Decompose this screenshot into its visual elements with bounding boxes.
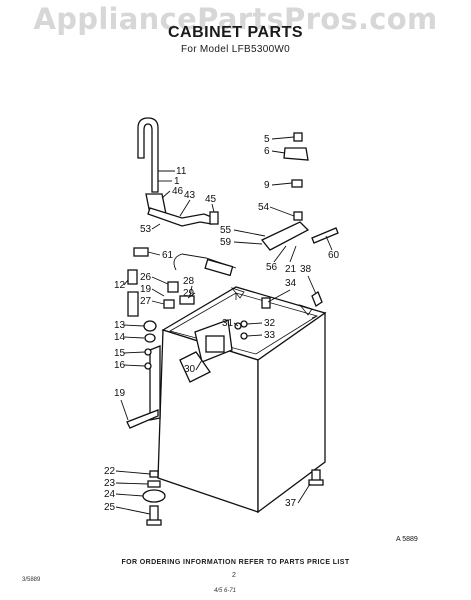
label-1: 1 <box>174 176 180 187</box>
label-59: 59 <box>220 237 232 248</box>
figure-code: A 5889 <box>396 536 418 543</box>
label-33: 33 <box>264 330 276 341</box>
label-23: 23 <box>104 478 116 489</box>
label-32: 32 <box>264 318 276 329</box>
part-38 <box>311 291 323 307</box>
page-title: CABINET PARTS <box>167 24 304 41</box>
label-12: 12 <box>114 280 126 291</box>
label-60: 60 <box>328 250 340 261</box>
page-number: 2 <box>232 572 236 579</box>
nut-14 <box>144 333 156 343</box>
water-valve-bracket <box>179 351 211 383</box>
label-56: 56 <box>266 262 278 273</box>
bracket-screw <box>293 211 303 221</box>
hook-hose <box>137 117 159 193</box>
label-45: 45 <box>205 194 217 205</box>
label-22: 22 <box>104 466 116 477</box>
part-27 <box>163 299 175 309</box>
label-46: 46 <box>172 186 184 197</box>
label-28: 28 <box>183 276 195 287</box>
label-24: 24 <box>104 489 116 500</box>
label-15: 15 <box>114 348 126 359</box>
leveling-leg-rear <box>308 469 324 486</box>
label-19a: 19 <box>140 284 152 295</box>
part-33 <box>240 332 248 340</box>
label-13: 13 <box>114 320 126 331</box>
label-27: 27 <box>140 296 152 307</box>
part-15 <box>144 348 152 356</box>
label-11: 11 <box>176 166 187 177</box>
label-34: 34 <box>285 278 297 289</box>
part-26 <box>167 281 179 293</box>
label-30: 30 <box>184 364 196 375</box>
model-subtitle: For Model LFB5300W0 <box>180 44 291 55</box>
label-21: 21 <box>285 264 297 275</box>
label-55: 55 <box>220 225 232 236</box>
leveling-leg-front <box>142 470 166 526</box>
part-34 <box>261 297 271 309</box>
wire-harness <box>173 253 237 271</box>
label-6: 6 <box>264 146 270 157</box>
hose-clamp <box>209 211 219 225</box>
label-37: 37 <box>285 498 297 509</box>
label-31: 31 <box>222 318 234 329</box>
label-16: 16 <box>114 360 126 371</box>
label-38: 38 <box>300 264 312 275</box>
clip-nut <box>291 179 303 188</box>
top-bracket <box>260 221 310 251</box>
label-25: 25 <box>104 502 116 513</box>
harness-plug <box>204 258 234 277</box>
label-43: 43 <box>184 190 196 201</box>
switch-block <box>205 335 225 353</box>
label-53: 53 <box>140 224 152 235</box>
part-29 <box>179 295 195 305</box>
part-16 <box>144 362 152 370</box>
small-clip <box>133 247 149 257</box>
label-61: 61 <box>162 250 174 261</box>
bottom-code: 4/5 6-71 <box>214 588 237 594</box>
clip-screw <box>293 132 303 142</box>
watermark: AppliancePartsPros.com <box>33 2 438 36</box>
drain-fitting <box>127 269 138 285</box>
side-bracket-lower <box>126 409 159 429</box>
cabinet-body <box>157 286 327 514</box>
label-29: 29 <box>183 288 195 299</box>
clip-bracket <box>283 147 309 161</box>
inlet-hose <box>147 207 215 227</box>
label-26: 26 <box>140 272 152 283</box>
left-code: 3/5889 <box>22 577 41 583</box>
label-14: 14 <box>114 332 126 343</box>
label-9: 9 <box>264 180 270 191</box>
ordering-note: FOR ORDERING INFORMATION REFER TO PARTS … <box>121 559 350 566</box>
drain-tube <box>127 291 139 317</box>
washer-13 <box>143 320 157 332</box>
label-54: 54 <box>258 202 270 213</box>
label-19b: 19 <box>114 388 126 399</box>
rod <box>311 227 339 244</box>
side-bracket-left <box>149 345 161 421</box>
part-32 <box>240 320 248 328</box>
leader-lines <box>115 136 333 515</box>
label-5: 5 <box>264 134 270 145</box>
